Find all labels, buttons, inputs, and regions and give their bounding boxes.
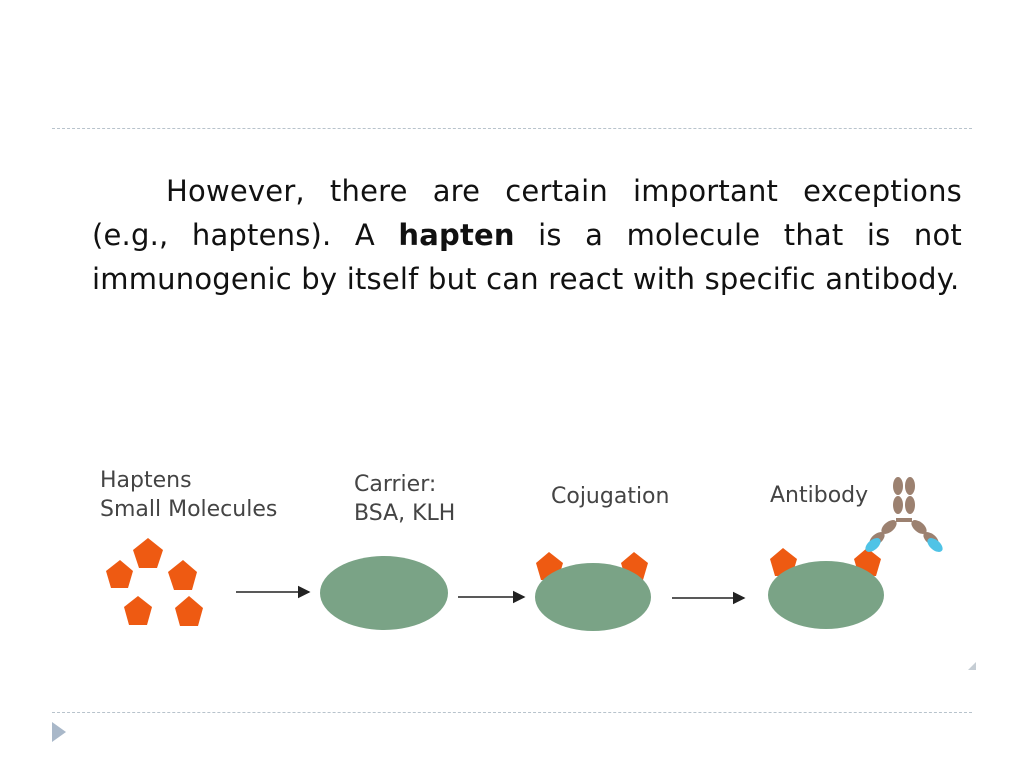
antibody-complex-group (768, 477, 943, 629)
body-paragraph: However, there are certain important exc… (92, 169, 962, 301)
antibody-label: Antibody (770, 483, 869, 508)
antibody-icon (865, 477, 943, 552)
hapten-pentagon (124, 596, 152, 625)
hapten-pentagon (106, 560, 133, 588)
conjugation-label: Cojugation (551, 484, 670, 509)
carrier-label-line1: Carrier: (354, 472, 437, 497)
carrier-protein (320, 556, 448, 630)
paragraph-text-start: However, there are certain important exc… (92, 174, 962, 252)
bottom-divider (52, 712, 972, 713)
top-divider (52, 128, 972, 129)
haptens-label-line2: Small Molecules (100, 497, 278, 522)
carrier-label-line2: BSA, KLH (354, 501, 456, 526)
resize-corner-icon (968, 662, 976, 670)
carrier-protein (535, 563, 651, 631)
carrier-label: Carrier: BSA, KLH (354, 470, 455, 528)
hapten-pentagon (133, 538, 163, 568)
nav-next-triangle-icon[interactable] (52, 722, 66, 742)
hapten-pentagon (168, 560, 197, 590)
hapten-pentagon (175, 596, 203, 626)
haptens-label: Haptens Small Molecules (100, 466, 277, 524)
carrier-protein (768, 561, 884, 629)
conjugate-group (535, 552, 651, 631)
haptens-label-line1: Haptens (100, 468, 192, 493)
hapten-term: hapten (398, 218, 515, 252)
free-haptens-group (106, 538, 203, 626)
paragraph-text-end: is a molecule that is not immunogenic by… (92, 218, 962, 296)
